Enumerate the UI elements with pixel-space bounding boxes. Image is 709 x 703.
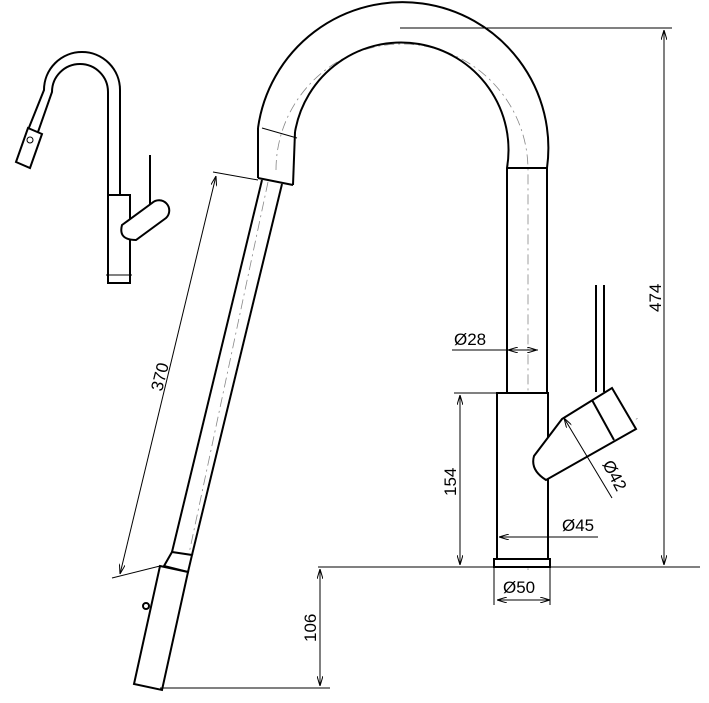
gooseneck-spout <box>257 1 550 393</box>
dim-diameter-28: Ø28 <box>454 330 486 349</box>
dim-diameter-42: Ø42 <box>598 457 630 494</box>
dimension-lines <box>111 27 700 689</box>
dim-154: 154 <box>441 468 460 496</box>
dim-diameter-45: Ø45 <box>562 516 594 535</box>
centerlines <box>159 43 639 691</box>
dim-370: 370 <box>147 361 172 393</box>
faucet-thumbnail <box>14 51 171 284</box>
dim-474: 474 <box>646 284 665 312</box>
dim-106: 106 <box>301 614 320 642</box>
dim-diameter-50: Ø50 <box>503 578 535 597</box>
pull-out-hose <box>132 179 283 692</box>
faucet-body <box>493 285 638 568</box>
